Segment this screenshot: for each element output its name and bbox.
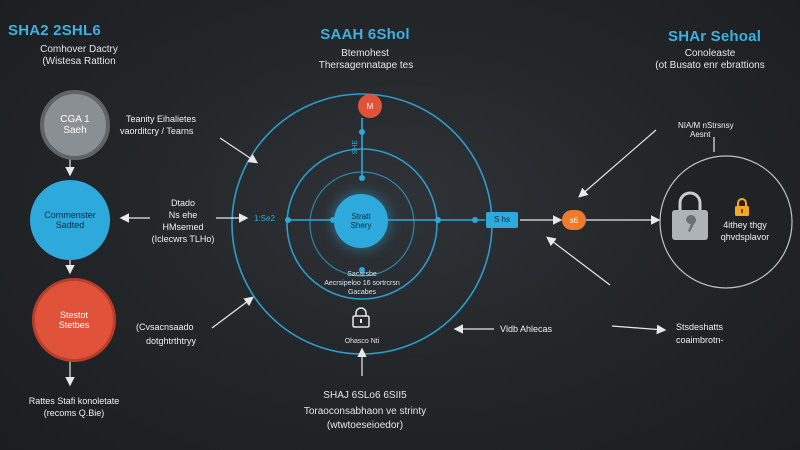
inner-note-3: Gacabes	[347, 289, 377, 296]
center-bottom-3: (wtwtoeseioedor)	[326, 420, 404, 431]
red-node-label-2: Stetbes	[58, 320, 90, 330]
top-badge-label: M	[366, 101, 374, 111]
left-subtitle-2: (Wistesa Rattion	[42, 56, 116, 67]
right-bottom-2: coaimbrotn-	[676, 335, 724, 345]
gray-node-label-1: CGA 1	[60, 114, 90, 125]
center-subtitle-2: Thersagennatape tes	[318, 60, 414, 71]
top-badge[interactable]: M	[358, 94, 382, 118]
center-bottom-2: Toraoconsabhaon ve strinty	[303, 406, 427, 417]
orange-badge[interactable]: s6	[562, 210, 586, 230]
red-node[interactable]: Stestot Stetbes	[32, 278, 116, 362]
lock-label-2: qhvdsplavor	[720, 232, 770, 242]
right-bottom-1: Stsdeshatts	[676, 322, 724, 332]
inner-note-2: Aecrsipeloo 16 sortrcrsn	[324, 280, 400, 287]
right-subtitle-1: Conoleaste	[684, 48, 736, 59]
left-label-mid-2: Ns ehe	[168, 210, 198, 220]
gray-node[interactable]: CGA 1 Saeh	[40, 90, 110, 160]
lock-caption: Ohasco Nti	[344, 338, 380, 345]
center-bottom-1: SHAJ 6SLo6 6SII5	[323, 390, 407, 401]
right-title: SHAr Sehoal	[668, 28, 762, 45]
center-arrow-label: Vldb Ahlecas	[500, 324, 553, 334]
padlock-icon	[668, 190, 712, 244]
core-node-label-2: Shery	[350, 221, 372, 230]
right-top-note-1: NIA/M nStrsnsy	[678, 121, 734, 130]
center-title: SAAH 6Shol	[320, 26, 410, 43]
left-point-label: 1:Se2	[254, 214, 275, 223]
right-subtitle-2: (ot Busato enr ebrattions	[655, 60, 765, 71]
blue-node-label-1: Commenster	[44, 210, 96, 220]
inner-note-1: Sacarsbe	[347, 271, 377, 278]
left-label-top-2: vaorditcry / Tearns	[120, 126, 194, 136]
left-label-mid-1: Dtado	[170, 198, 196, 208]
gray-node-label-2: Saeh	[63, 125, 87, 136]
vertical-label: SHE	[352, 140, 359, 155]
left-subtitle-1: Comhover Dactry	[40, 44, 118, 55]
left-label-mid-4: (Iclecwrs TLHo)	[151, 234, 215, 244]
right-top-note-2: Aesnt	[690, 130, 711, 139]
core-node-label-1: Stratt	[351, 212, 371, 221]
left-label-low-1: (Cvsacnsaado	[136, 322, 194, 332]
left-title: SHA2 2SHL6	[8, 22, 101, 39]
left-label-low-2: dotghtrthtryy	[146, 336, 197, 346]
core-node[interactable]: Stratt Shery	[334, 194, 388, 248]
blue-node-label-2: Sadted	[55, 220, 85, 230]
small-lock-icon	[734, 198, 750, 216]
lock-icon	[350, 306, 372, 328]
left-label-mid-3: HMsemed	[162, 222, 204, 232]
blue-node[interactable]: Commenster Sadted	[30, 180, 110, 260]
right-badge[interactable]: S hs	[486, 212, 518, 228]
red-node-label-1: Stestot	[59, 310, 88, 320]
center-subtitle-1: Btemohest	[341, 48, 389, 59]
left-bottom-label-1: Rattes Stafi konoletate	[28, 396, 120, 406]
lock-label-1: 4ithey thgy	[723, 220, 767, 230]
left-label-top-1: Teanity Eihalietes	[126, 114, 197, 124]
left-bottom-label-2: (recoms Q.Bie)	[43, 408, 105, 418]
orange-badge-label: s6	[569, 215, 579, 225]
